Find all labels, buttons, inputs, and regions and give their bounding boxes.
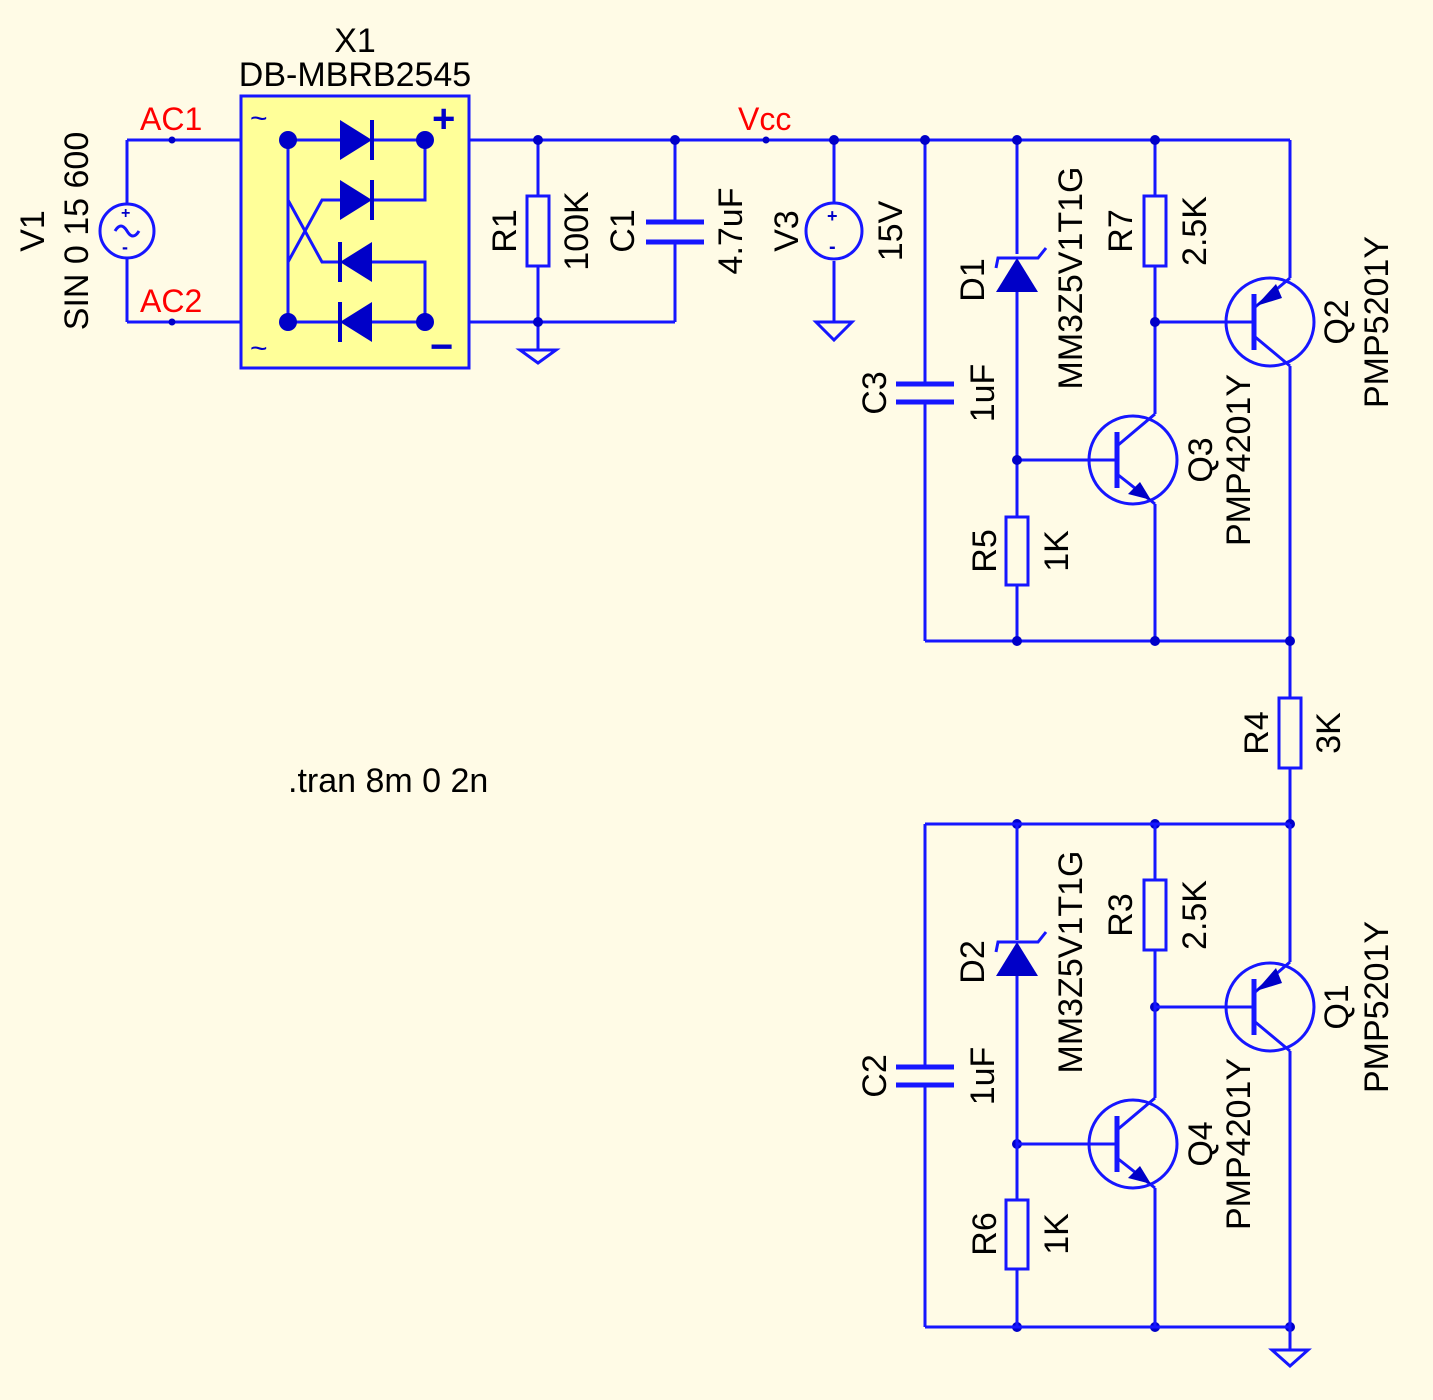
resistor-r4[interactable]: R4 3K: [1238, 696, 1348, 770]
plus-terminal-label: +: [432, 97, 455, 141]
net-label-ac2: AC2: [140, 283, 202, 319]
capacitor-c3[interactable]: C3 1uF: [856, 364, 1002, 423]
resistor-r3[interactable]: R3 2.5K: [1102, 878, 1214, 952]
net-label-vcc: Vcc: [738, 101, 791, 137]
r6-ref: R6: [966, 1212, 1004, 1255]
r6-value: 1K: [1038, 1213, 1076, 1255]
capacitor-c1[interactable]: C1 4.7uF: [604, 188, 750, 275]
c3-ref: C3: [856, 371, 894, 414]
svg-text:+: +: [121, 205, 130, 222]
svg-text:+: +: [827, 206, 838, 226]
svg-text:-: -: [122, 237, 128, 257]
r7-value: 2.5K: [1176, 196, 1214, 266]
capacitor-c2[interactable]: C2 1uF: [856, 1047, 1002, 1106]
r5-value: 1K: [1038, 530, 1076, 572]
d1-part: MM3Z5V1T1G: [1052, 167, 1090, 390]
r5-ref: R5: [966, 529, 1004, 572]
wires-bottom: [923, 822, 1292, 1350]
v1-ref: V1: [14, 210, 52, 252]
r4-ref: R4: [1238, 711, 1276, 754]
v1-value: SIN 0 15 600: [58, 132, 96, 330]
d1-ref: D1: [954, 258, 992, 301]
v3-ref: V3: [768, 210, 806, 252]
q1-part: PMP5201Y: [1358, 921, 1396, 1093]
svg-text:-: -: [829, 236, 836, 258]
zener-d2[interactable]: D2 MM3Z5V1T1G: [954, 851, 1090, 1074]
ac-symbol-top: ~: [250, 102, 268, 135]
transistor-q1[interactable]: Q1 PMP5201Y: [1224, 921, 1396, 1093]
d2-ref: D2: [954, 940, 992, 983]
minus-terminal-label: −: [430, 325, 453, 369]
r3-ref: R3: [1102, 893, 1140, 936]
q3-ref: Q3: [1182, 437, 1220, 482]
q4-ref: Q4: [1182, 1121, 1220, 1166]
q2-part: PMP5201Y: [1358, 236, 1396, 408]
resistor-r7[interactable]: R7 2.5K: [1102, 194, 1214, 268]
net-label-ac1: AC1: [140, 101, 202, 137]
resistor-r6[interactable]: R6 1K: [966, 1198, 1076, 1271]
r1-value: 100K: [558, 191, 596, 271]
source-v1[interactable]: + - V1 SIN 0 15 600: [14, 132, 156, 330]
transistor-q3[interactable]: Q3 PMP4201Y: [1087, 374, 1258, 546]
transistor-q2[interactable]: Q2 PMP5201Y: [1224, 236, 1396, 408]
c2-ref: C2: [856, 1054, 894, 1097]
bridge-diode-3: [340, 242, 372, 282]
v3-value: 15V: [872, 200, 910, 261]
resistor-r5[interactable]: R5 1K: [966, 515, 1076, 587]
bridge-diode-4: [340, 302, 372, 342]
q3-part: PMP4201Y: [1220, 374, 1258, 546]
bridge-ref: X1: [334, 22, 376, 60]
q4-part: PMP4201Y: [1220, 1058, 1258, 1230]
spice-directive[interactable]: .tran 8m 0 2n: [288, 762, 488, 800]
c2-value: 1uF: [964, 1047, 1002, 1106]
source-v3[interactable]: + - V3 15V: [768, 200, 910, 261]
r7-ref: R7: [1102, 209, 1140, 252]
r1-ref: R1: [486, 209, 524, 252]
c3-value: 1uF: [964, 364, 1002, 423]
bridge-diode-1: [340, 120, 372, 160]
bridge-diode-2: [340, 180, 372, 220]
wires-top: [125, 138, 1292, 824]
ac-symbol-bottom: ~: [250, 332, 268, 365]
q1-ref: Q1: [1318, 984, 1356, 1029]
transistor-q4[interactable]: Q4 PMP4201Y: [1087, 1058, 1258, 1230]
c1-value: 4.7uF: [712, 188, 750, 275]
q2-ref: Q2: [1318, 299, 1356, 344]
zener-d1[interactable]: D1 MM3Z5V1T1G: [954, 167, 1090, 390]
d2-part: MM3Z5V1T1G: [1052, 851, 1090, 1074]
c1-ref: C1: [604, 209, 642, 252]
r4-value: 3K: [1310, 712, 1348, 754]
bridge-rectifier-x1[interactable]: ~ ~ + − X1 DB-MBRB2545: [239, 22, 471, 370]
bridge-part: DB-MBRB2545: [239, 56, 471, 94]
r3-value: 2.5K: [1176, 880, 1214, 950]
resistor-r1[interactable]: R1 100K: [486, 191, 596, 271]
